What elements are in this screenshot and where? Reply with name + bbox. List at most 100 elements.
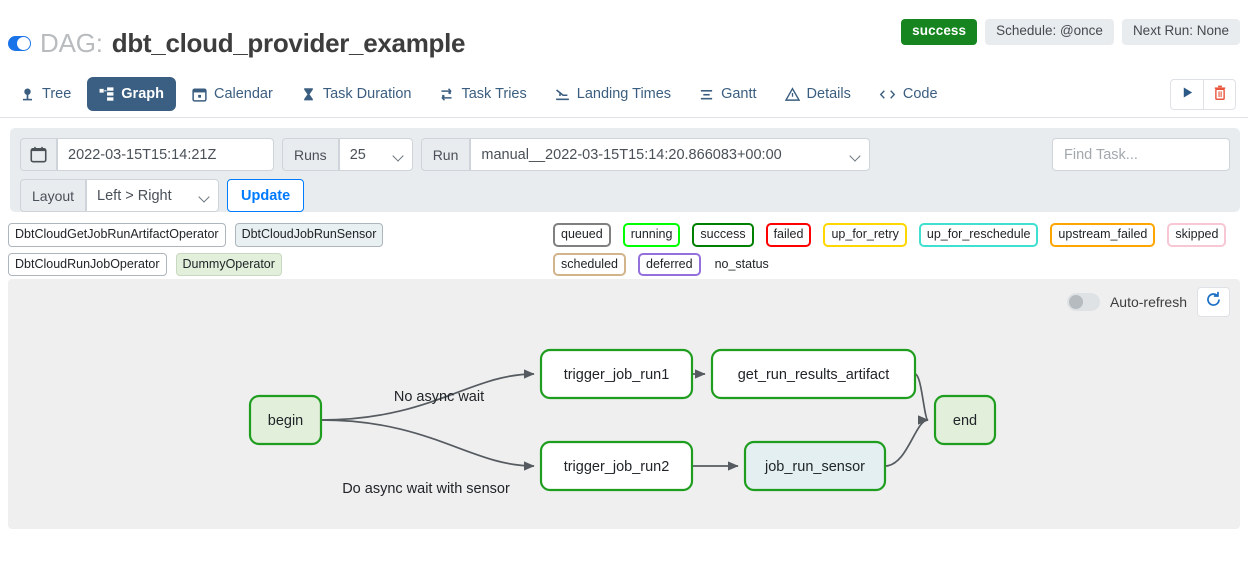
auto-refresh-toggle[interactable] [1066,293,1100,311]
layout-label: Layout [20,179,87,212]
state-legend-chip[interactable]: running [622,223,681,247]
tab-label: Code [902,86,938,102]
tree-icon [20,87,35,102]
graph-node-label: begin [268,413,303,429]
runs-label: Runs [282,138,339,171]
update-button[interactable]: Update [227,179,305,212]
run-label: Run [420,138,471,171]
graph-edge [884,415,929,467]
layout-value: Left > Right [97,187,172,204]
graph-node-label: job_run_sensor [764,459,865,475]
graph-node-label: trigger_job_run2 [564,459,670,475]
header-badges: success Schedule: @once Next Run: None [901,19,1240,45]
dag-run-value: manual__2022-03-15T15:14:20.866083+00:00 [481,146,782,163]
graph-node[interactable]: trigger_job_run1 [539,348,694,400]
tab-label: Task Tries [461,86,527,102]
state-legend-chip[interactable]: upstream_failed [1050,223,1156,247]
graph-node-box[interactable] [743,440,887,492]
state-legend-chip[interactable]: up_for_reschedule [918,223,1039,247]
dag-run-select[interactable]: manual__2022-03-15T15:14:20.866083+00:00 [470,138,871,171]
graph-edges [320,369,929,471]
hourglass-icon [301,87,316,102]
tab-label: Tree [42,86,72,102]
schedule-badge[interactable]: Schedule: @once [985,19,1114,45]
state-legend-chip[interactable]: up_for_retry [823,223,907,247]
play-icon [1181,86,1194,104]
state-legend-chip[interactable]: scheduled [553,252,626,276]
tab-label: Calendar [213,86,273,102]
num-runs-value: 25 [349,146,366,163]
tab-landing-times[interactable]: Landing Times [543,77,683,111]
state-legend-chip[interactable]: success [692,223,754,247]
state-legend-chip[interactable]: skipped [1167,223,1227,247]
graph-node-label: trigger_job_run1 [564,367,670,383]
filter-row-primary: 2022-03-15T15:14:21Z Runs 25 Run manual_… [20,138,1230,171]
trigger-dag-button[interactable] [1170,79,1203,110]
graph-edge [914,373,929,425]
graph-node-box[interactable] [248,394,323,446]
graph-node-label: get_run_results_artifact [738,367,890,383]
graph-node-box[interactable] [539,348,694,400]
delete-dag-button[interactable] [1203,79,1236,110]
tab-label: Graph [121,86,164,102]
find-task-input[interactable]: Find Task... [1052,138,1230,171]
operator-legend-chip[interactable]: DummyOperator [175,252,282,276]
tab-code[interactable]: Code [867,77,950,111]
tab-gantt[interactable]: Gantt [687,77,768,111]
graph-refresh-controls: Auto-refresh [1066,287,1230,317]
pause-toggle-icon[interactable] [8,36,31,51]
tab-tree[interactable]: Tree [8,77,83,111]
dag-name-label: dbt_cloud_provider_example [111,28,466,58]
tab-calendar[interactable]: Calendar [180,77,285,111]
page-header: DAG: dbt_cloud_provider_example success … [0,0,1248,70]
layout-select[interactable]: Left > Right [86,179,220,212]
graph-node-box[interactable] [933,394,997,446]
tab-task-tries[interactable]: Task Tries [427,77,538,111]
graph-node[interactable]: job_run_sensor [743,440,887,492]
filter-row-secondary: Layout Left > Right Update [20,179,1230,212]
tab-label: Task Duration [322,86,412,102]
tab-details[interactable]: Details [773,77,863,111]
graph-node[interactable]: trigger_job_run2 [539,440,694,492]
execution-date-group: 2022-03-15T15:14:21Z [20,138,274,171]
refresh-button[interactable] [1197,287,1230,317]
num-runs-select[interactable]: 25 [338,138,413,171]
dag-view-tabbar: Tree Graph Calendar Task Duration Task T [0,70,1248,118]
code-icon [879,87,896,102]
no-status-label: no_status [714,257,769,272]
execution-date-input[interactable]: 2022-03-15T15:14:21Z [57,138,274,171]
state-legend-chip[interactable]: failed [765,223,812,247]
tab-label: Details [806,86,851,102]
tab-label: Gantt [721,86,757,102]
graph-nodes[interactable]: begin trigger_job_run1 get_run_results_art… [248,348,997,492]
graph-node-label: end [953,413,977,429]
calendar-icon [192,87,207,102]
status-badge: success [901,19,978,45]
dag-run-group: Run manual__2022-03-15T15:14:20.866083+0… [420,138,871,171]
graph-node[interactable]: begin [248,394,323,446]
tab-task-duration[interactable]: Task Duration [289,77,424,111]
tab-label: Landing Times [576,86,672,102]
state-legend-chip[interactable]: queued [553,223,611,247]
graph-node-box[interactable] [710,348,917,400]
layout-group: Layout Left > Right [20,179,220,212]
dag-title: DAG: dbt_cloud_provider_example [8,28,465,59]
tab-list: Tree Graph Calendar Task Duration Task T [8,70,950,118]
calendar-icon[interactable] [20,138,57,171]
operator-legend-chip[interactable]: DbtCloudRunJobOperator [8,252,167,276]
dag-filter-panel: 2022-03-15T15:14:21Z Runs 25 Run manual_… [10,128,1240,212]
retry-icon [439,87,454,102]
tab-graph[interactable]: Graph [87,77,176,111]
graph-node[interactable]: end [933,394,997,446]
graph-node[interactable]: get_run_results_artifact [710,348,917,400]
warning-icon [784,86,800,102]
state-legend-chip[interactable]: deferred [638,252,701,276]
operator-legend-chip[interactable]: DbtCloudJobRunSensor [234,223,384,247]
operator-legend-chip[interactable]: DbtCloudGetJobRunArtifactOperator [8,223,226,247]
graph-node-box[interactable] [539,440,694,492]
